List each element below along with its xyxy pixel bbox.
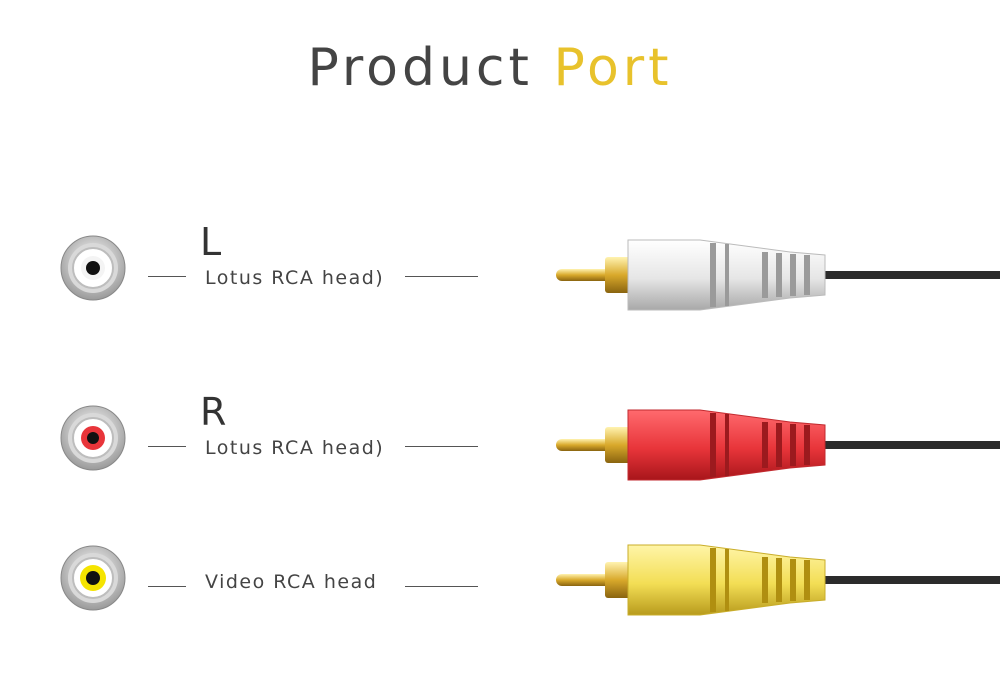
page-title: Product Port xyxy=(0,38,980,98)
yellow-rca-plug-icon xyxy=(556,544,1000,616)
port-row-left-audio: L Lotus RCA head) xyxy=(0,205,1000,325)
leader-line xyxy=(405,276,478,277)
white-rca-jack-icon xyxy=(60,235,126,301)
port-label: Video RCA head xyxy=(205,571,378,593)
title-accent: Port xyxy=(553,38,673,98)
leader-line xyxy=(405,586,478,587)
port-row-right-audio: R Lotus RCA head) xyxy=(0,375,1000,495)
white-rca-plug-icon xyxy=(556,239,1000,311)
red-rca-jack-icon xyxy=(60,405,126,471)
red-rca-plug-icon xyxy=(556,409,1000,481)
port-letter: R xyxy=(200,390,227,434)
title-main: Product xyxy=(307,38,533,98)
yellow-rca-jack-icon xyxy=(60,545,126,611)
port-label: Lotus RCA head) xyxy=(205,437,385,459)
port-letter: L xyxy=(200,220,222,264)
leader-line xyxy=(148,586,186,587)
leader-line xyxy=(405,446,478,447)
leader-line xyxy=(148,446,186,447)
port-row-video: Video RCA head xyxy=(0,520,1000,640)
port-label: Lotus RCA head) xyxy=(205,267,385,289)
leader-line xyxy=(148,276,186,277)
